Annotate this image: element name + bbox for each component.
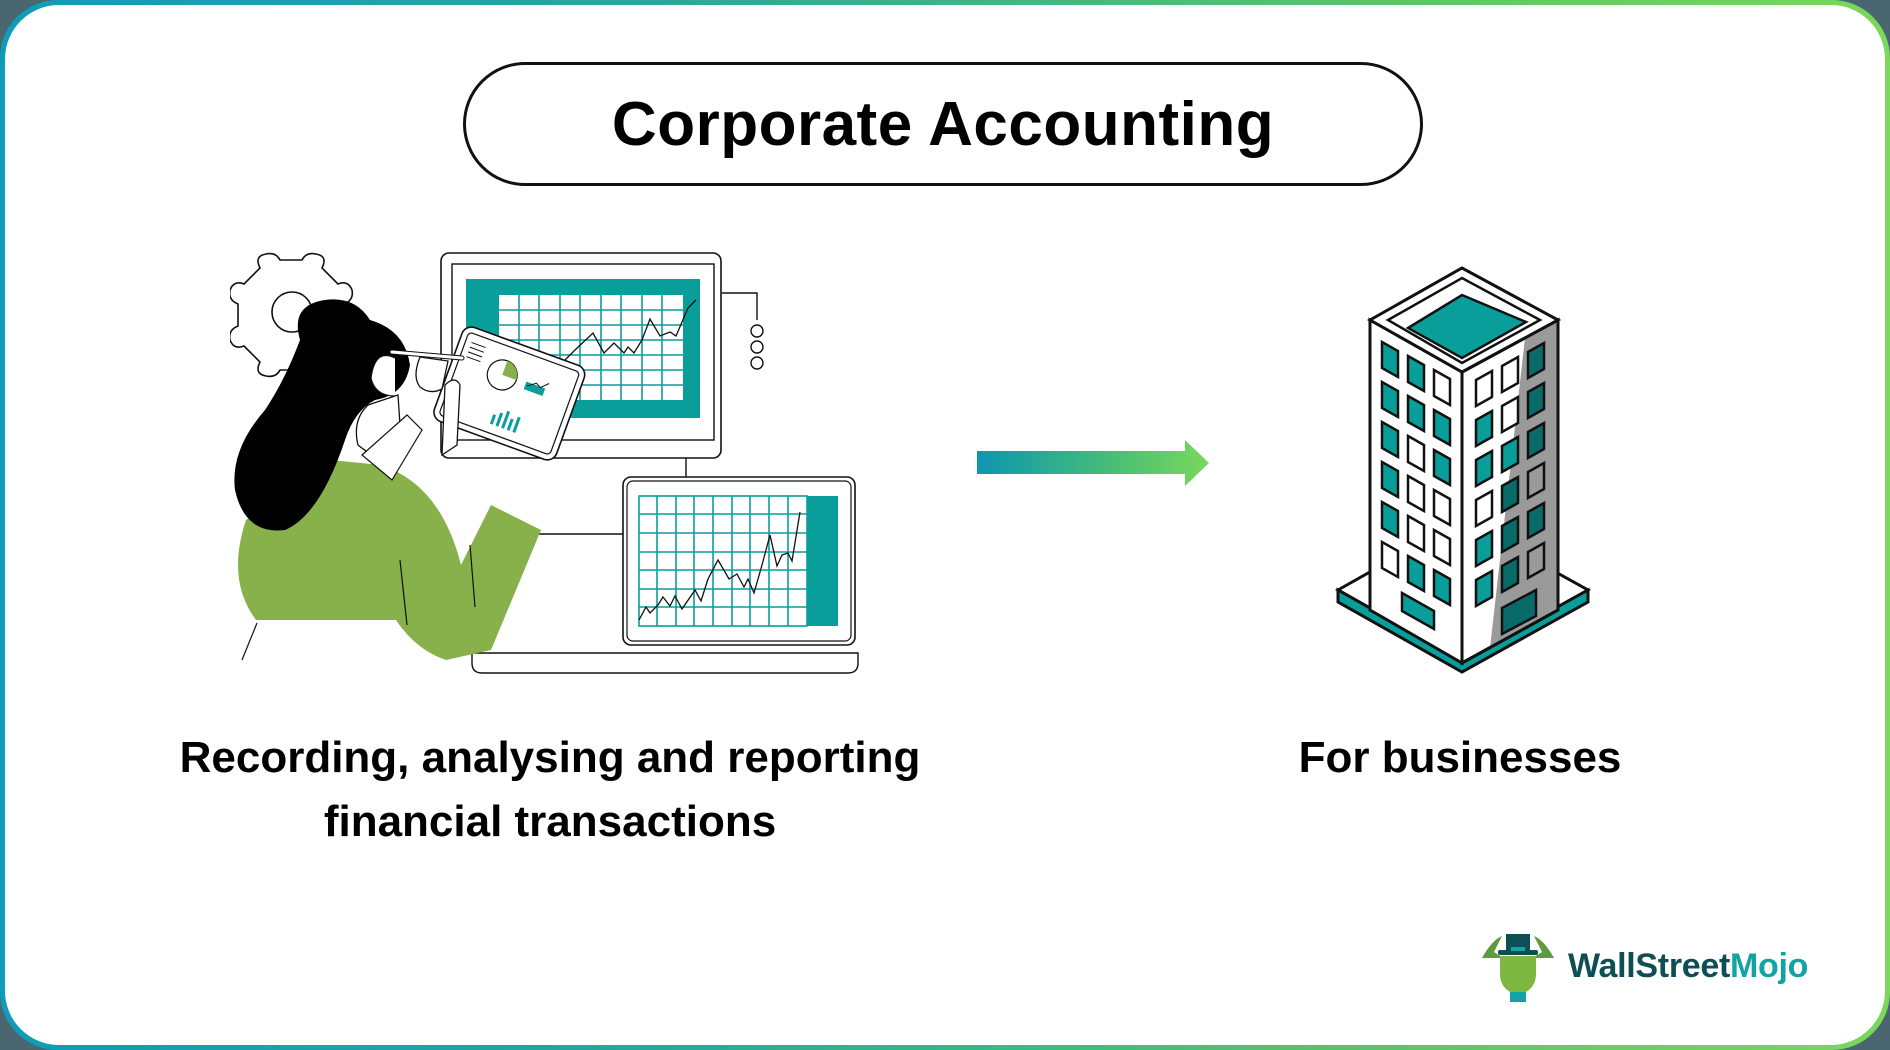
building-windows-right <box>1474 340 1546 637</box>
title-pill: Corporate Accounting <box>463 62 1423 186</box>
brand-name-part2: Mojo <box>1730 946 1809 985</box>
building-windows-left <box>1380 339 1452 632</box>
brand-name: WallStreetMojo <box>1568 947 1808 986</box>
brand-logo: WallStreetMojo <box>1480 928 1840 1004</box>
left-caption: Recording, analysing and reporting finan… <box>100 726 1000 854</box>
office-building-illustration <box>1334 266 1592 674</box>
left-caption-line2: financial transactions <box>323 797 777 846</box>
laptop-icon <box>471 476 859 674</box>
accounting-illustration <box>230 252 859 674</box>
left-caption-line1: Recording, analysing and reporting <box>179 733 921 782</box>
tablet-icon <box>433 326 586 461</box>
bull-mascot-icon <box>1482 934 1554 1002</box>
right-caption: For businesses <box>1260 726 1660 790</box>
arrow-right-icon <box>977 440 1209 486</box>
right-caption-text: For businesses <box>1298 733 1622 782</box>
person-figure <box>234 299 541 661</box>
page-title: Corporate Accounting <box>611 89 1275 159</box>
brand-name-part1: WallStreet <box>1568 946 1731 985</box>
